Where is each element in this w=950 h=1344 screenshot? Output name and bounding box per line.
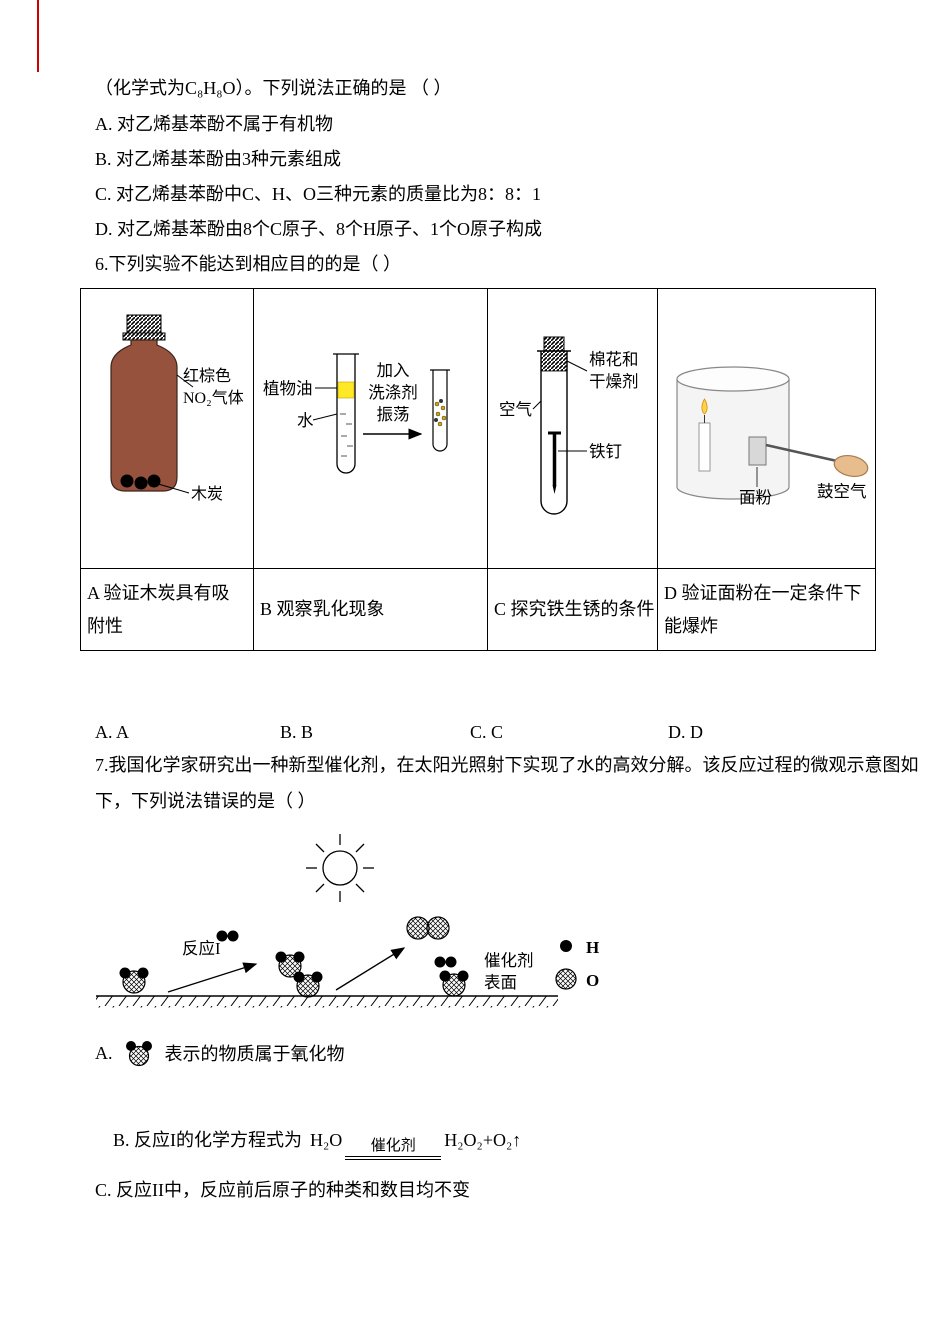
q6-answer-b: B. B (280, 722, 314, 742)
gas-bottle-icon (110, 338, 178, 492)
cotton-label-pointer (566, 360, 587, 371)
label-oil: 植物油 (263, 379, 313, 398)
exp-b-caption: B 观察乳化现象 (253, 568, 488, 651)
water-molecule-icon (438, 969, 470, 997)
q7-option-a-text: 表示的物质属于氧化物 (164, 1044, 345, 1064)
label-gas-name: NO₂气体 (183, 389, 244, 407)
label-nail: 铁钉 (589, 442, 622, 461)
reaction2-arrow-icon (335, 947, 406, 991)
o2-molecule-icon (406, 916, 450, 940)
water-molecule-icon (118, 966, 150, 994)
stopper-top-icon (543, 336, 564, 351)
equation-condition-bar: 催化剂 (345, 1137, 442, 1160)
container-body-icon (675, 378, 790, 500)
question5-option-c: C. 对乙烯基苯酚中C、H、O三种元素的质量比为8：8：1 (95, 184, 542, 204)
surface-hatching (96, 996, 558, 1008)
question5-option-b: B. 对乙烯基苯酚由3种元素组成 (95, 149, 342, 169)
charcoal-label-pointer (154, 482, 190, 493)
emulsification-diagram: 植物油 水 加入 洗涤剂 振荡 (263, 352, 450, 474)
reaction1-label: 反应I (182, 939, 221, 958)
q7-option-b: B. 反应I的化学方程式为 H₂O 催化剂 H₂O₂+O₂↑ (95, 1108, 521, 1181)
label-cotton-1: 棉花和 (589, 350, 639, 369)
legend-o-atom-icon (555, 968, 577, 990)
equation-catalyst-label: 催化剂 (370, 1137, 416, 1154)
air-label-pointer (532, 400, 541, 409)
exp-d-caption: D 验证面粉在一定条件下能爆炸 (657, 568, 876, 651)
oil-layer-icon (337, 381, 354, 398)
exp-b-cell: 植物油 水 加入 洗涤剂 振荡 (253, 288, 488, 569)
label-flour: 面粉 (739, 488, 772, 507)
flame-icon (700, 397, 708, 415)
air-tube-icon (765, 443, 837, 462)
water-marks-icon (339, 413, 353, 456)
q7-option-b-text: B. 反应I的化学方程式为 (113, 1129, 302, 1150)
catalyst-label-line2: 表面 (484, 973, 517, 992)
candle-icon (698, 422, 710, 471)
q7-option-c: C. 反应II中，反应前后原子的种类和数目均不变 (95, 1180, 470, 1200)
legend-h-label: H (586, 938, 599, 957)
flour-cup-icon (748, 436, 766, 465)
red-margin-line (37, 0, 39, 72)
q6-answer-d: D. D (668, 722, 703, 742)
question7-stem-line2: 下，下列说法错误的是（ ） (95, 791, 316, 811)
charcoal-adsorption-diagram: 红棕色 NO₂气体 木炭 (110, 314, 244, 503)
q6-answer-a: A. A (95, 722, 130, 742)
exp-a-caption: A 验证木炭具有吸附性 (80, 568, 254, 651)
water-label-pointer (312, 413, 337, 420)
flour-explosion-diagram: 面粉 鼓空气 (675, 365, 868, 507)
q7-option-a-letter: A. (95, 1042, 113, 1063)
label-shake: 振荡 (376, 405, 409, 424)
question5-option-a: A. 对乙烯基苯酚不属于有机物 (95, 114, 333, 134)
label-air: 空气 (499, 400, 532, 419)
legend-o-label: O (586, 971, 599, 990)
sun-icon (306, 834, 374, 902)
test-tube-right-icon (431, 369, 448, 452)
label-cotton-2: 干燥剂 (589, 372, 639, 391)
exp-c-cell: 棉花和 干燥剂 空气 铁钉 (487, 288, 658, 569)
air-bulb-icon (833, 454, 868, 477)
iron-nail-icon (547, 431, 561, 494)
label-blow-air: 鼓空气 (817, 482, 867, 501)
equals-line-icon (345, 1155, 442, 1160)
label-detergent: 洗涤剂 (368, 383, 418, 402)
question6-stem: 6.下列实验不能达到相应目的的是（ ） (95, 254, 401, 274)
q7-option-a: A. 表示的物质属于氧化物 (95, 1036, 345, 1070)
q7-diagram-wrap: 反应I 催化剂 表面 H O (88, 826, 688, 1031)
water-decomposition-diagram: 反应I 催化剂 表面 H O (96, 834, 599, 1008)
q6-answer-c: C. C (470, 722, 504, 742)
exp-c-caption: C 探究铁生锈的条件 (487, 568, 658, 651)
water-molecule-icon (292, 970, 324, 998)
h2-molecule-icon (216, 930, 239, 942)
label-water: 水 (297, 411, 314, 430)
catalyst-label-line1: 催化剂 (484, 951, 534, 970)
reaction1-arrow-icon (167, 962, 258, 993)
cotton-plug-icon (540, 350, 567, 371)
exp-d-cell: 面粉 鼓空气 (657, 288, 876, 569)
bottle-cap-rim (122, 332, 166, 340)
question5-intro: （化学式为C₈H₈O）。下列说法正确的是 （ ） (95, 78, 452, 98)
equation-reactant: H₂O (310, 1129, 343, 1150)
rusting-diagram: 棉花和 干燥剂 空气 铁钉 (499, 336, 639, 515)
emulsion-droplets-icon (433, 398, 446, 426)
bottle-cap-icon (126, 314, 162, 333)
question7-stem-line1: 7.我国化学家研究出一种新型催化剂，在太阳光照射下实现了水的高效分解。该反应过程… (95, 755, 919, 775)
h2-molecule-icon (434, 956, 457, 968)
label-gas-color: 红棕色 (183, 367, 231, 385)
container-top-icon (675, 365, 790, 392)
exp-a-cell: 红棕色 NO₂气体 木炭 (80, 288, 254, 569)
gas-label-pointer (176, 374, 194, 387)
label-add: 加入 (376, 361, 409, 380)
water-molecule-icon (125, 1041, 152, 1067)
charcoal-dots-icon (120, 474, 161, 489)
question6-table: 红棕色 NO₂气体 木炭 植物油 水 (80, 288, 876, 651)
equation-products: H₂O₂+O₂↑ (444, 1129, 522, 1150)
label-charcoal: 木炭 (191, 485, 223, 503)
legend-h-atom-icon (560, 940, 572, 952)
question5-option-d: D. 对乙烯基苯酚由8个C原子、8个H原子、1个O原子构成 (95, 219, 543, 239)
